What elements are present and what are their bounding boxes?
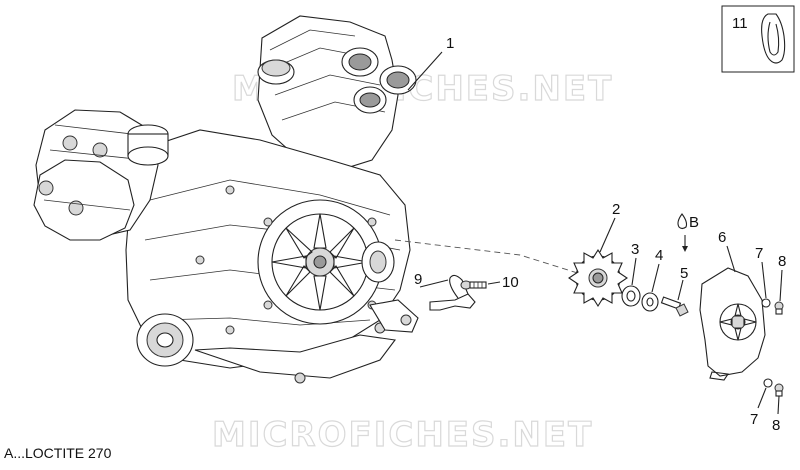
loctite-drop-icon — [677, 213, 688, 230]
legend-loctite: A...LOCTITE 270 — [4, 445, 112, 461]
watermark-bottom: MICROFICHES.NET — [212, 415, 593, 455]
callout-8-bottom: 8 — [772, 417, 780, 434]
part-4-washer[interactable] — [641, 292, 659, 312]
callout-8-top: 8 — [778, 253, 786, 270]
part-8-screw-bottom[interactable] — [774, 383, 784, 397]
leader-8-bottom — [777, 395, 780, 415]
leader-9 — [419, 279, 449, 288]
callout-6: 6 — [718, 229, 726, 246]
part-3-washer[interactable] — [621, 285, 641, 307]
leader-4 — [651, 263, 660, 293]
callout-4: 4 — [655, 247, 663, 264]
callout-5: 5 — [680, 265, 688, 282]
part-10-screw[interactable] — [460, 280, 487, 290]
part-2-sprocket[interactable] — [568, 248, 628, 308]
callout-10: 10 — [502, 274, 519, 291]
callout-11: 11 — [732, 15, 748, 32]
callout-9: 9 — [414, 271, 422, 288]
leader-1 — [407, 51, 443, 91]
part-7-washer-bottom[interactable] — [763, 378, 773, 388]
leader-8-top — [779, 269, 783, 302]
callout-1: 1 — [446, 35, 454, 52]
arrow-down-icon — [682, 246, 688, 252]
leader-7-bottom — [757, 387, 767, 409]
part-11-inset-box[interactable] — [721, 5, 795, 73]
shaft-axis-line — [394, 239, 601, 281]
leader-10 — [487, 281, 501, 285]
callout-3: 3 — [631, 241, 639, 258]
leader-6 — [726, 245, 736, 273]
leader-3 — [631, 257, 637, 286]
callout-B: B — [689, 214, 699, 231]
callout-7-bottom: 7 — [750, 411, 758, 428]
part-6-sprocket-cover[interactable] — [699, 267, 766, 381]
part-8-screw-top[interactable] — [774, 301, 784, 315]
part-7-washer-top[interactable] — [761, 298, 771, 308]
leader-7-top — [761, 261, 767, 299]
leader-5 — [677, 279, 684, 301]
callout-7-top: 7 — [755, 245, 763, 262]
callout-2: 2 — [612, 201, 620, 218]
leader-2 — [599, 217, 616, 253]
part-9-clip[interactable] — [429, 274, 476, 311]
engine-assembly[interactable] — [33, 15, 419, 384]
part-5-bolt[interactable] — [660, 296, 689, 317]
